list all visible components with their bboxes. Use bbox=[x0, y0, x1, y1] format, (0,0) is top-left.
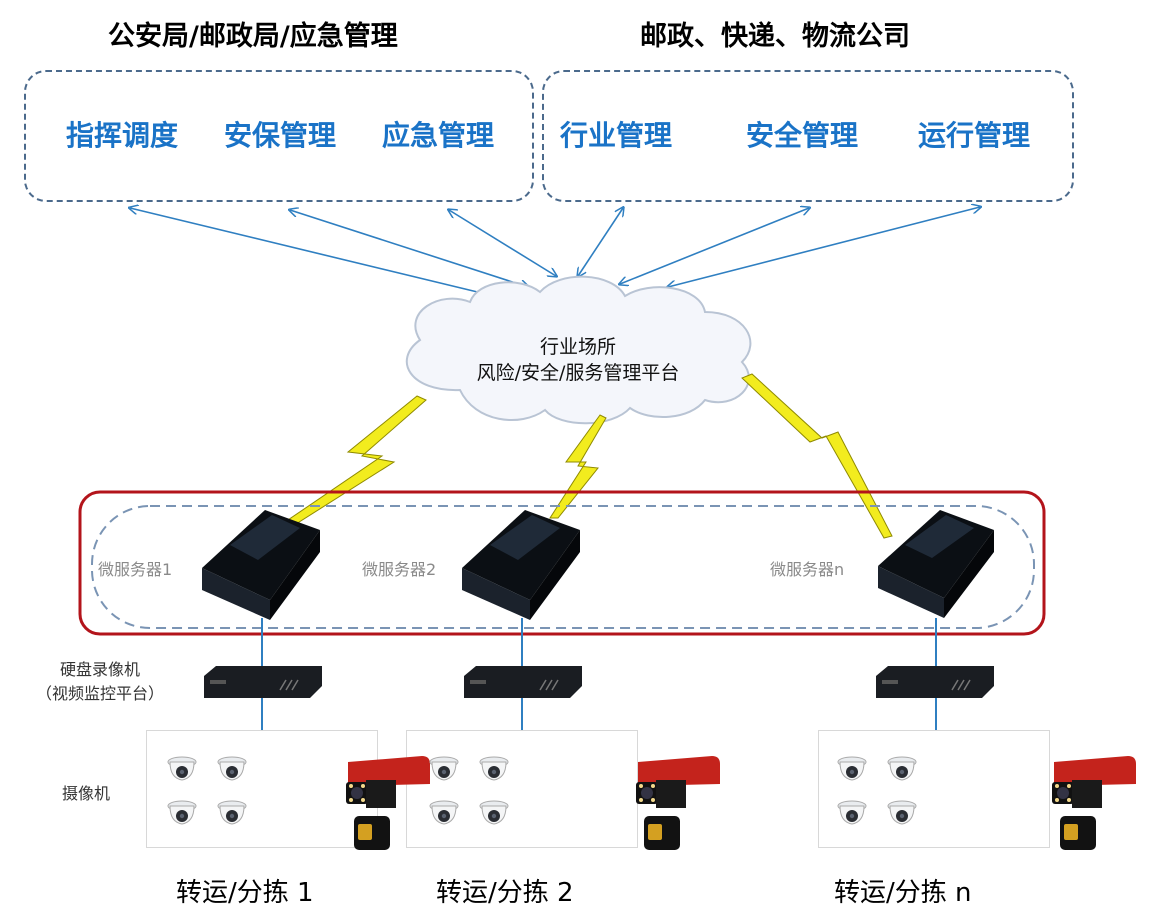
server-1-label: 微服务器1 bbox=[98, 560, 173, 579]
company-group-title: 邮政、快递、物流公司 bbox=[640, 21, 910, 52]
arrow-emergency-management bbox=[449, 210, 556, 276]
lightning-bolt-3 bbox=[741, 373, 893, 539]
server-dashed-band bbox=[91, 505, 1035, 629]
arrow-operation-management bbox=[668, 207, 980, 287]
dome-camera-icon bbox=[217, 800, 247, 825]
dome-camera-icon bbox=[167, 756, 197, 781]
server-2-icon bbox=[462, 510, 580, 620]
camera-panel-2 bbox=[406, 730, 638, 848]
camera-label: 摄像机 bbox=[62, 784, 111, 803]
arrow-industry-management bbox=[578, 208, 623, 276]
nvr-n-icon bbox=[876, 666, 994, 698]
gov-function-box bbox=[24, 70, 534, 202]
func-command-dispatch: 指挥调度 bbox=[66, 119, 179, 152]
func-industry-management: 行业管理 bbox=[560, 119, 673, 152]
nvr-1-icon bbox=[204, 666, 322, 698]
cloud-platform-label: 行业场所 风险/安全/服务管理平台 bbox=[448, 334, 708, 386]
nvr-label-line-1: 硬盘录像机 bbox=[59, 660, 140, 679]
connection-arrows bbox=[130, 207, 980, 296]
func-emergency-management: 应急管理 bbox=[382, 119, 495, 152]
bullet-camera-icon bbox=[346, 756, 430, 850]
camera-panel-1 bbox=[146, 730, 378, 848]
camera-group-2 bbox=[429, 756, 720, 850]
dome-camera-icon bbox=[167, 800, 197, 825]
cloud-line-1: 行业场所 bbox=[539, 336, 616, 358]
site-1-label: 转运/分拣 1 bbox=[176, 878, 314, 908]
func-safety-management: 安全管理 bbox=[746, 119, 859, 152]
nvr-2-icon bbox=[464, 666, 582, 698]
dome-camera-icon bbox=[479, 800, 509, 825]
nvr-label-line-2: （视频监控平台） bbox=[35, 684, 164, 703]
camera-group-n bbox=[837, 756, 1136, 850]
gov-group-title: 公安局/邮政局/应急管理 bbox=[108, 21, 398, 52]
server-n-label: 微服务器n bbox=[770, 560, 845, 579]
company-function-box bbox=[542, 70, 1074, 202]
server-highlight-box bbox=[78, 490, 1046, 636]
func-operation-management: 运行管理 bbox=[918, 119, 1031, 152]
dome-camera-icon bbox=[887, 800, 917, 825]
dome-camera-icon bbox=[429, 800, 459, 825]
dome-camera-icon bbox=[429, 756, 459, 781]
func-security-management: 安保管理 bbox=[224, 119, 337, 152]
dome-camera-icon bbox=[837, 800, 867, 825]
lightning-bolt-2 bbox=[549, 414, 607, 519]
camera-group-1 bbox=[167, 756, 430, 850]
site-n-label: 转运/分拣 n bbox=[834, 878, 972, 908]
server-1-icon bbox=[202, 510, 320, 620]
dome-camera-icon bbox=[217, 756, 247, 781]
dome-camera-icon bbox=[887, 756, 917, 781]
camera-panel-n bbox=[818, 730, 1050, 848]
bullet-camera-icon bbox=[1052, 756, 1136, 850]
site-2-label: 转运/分拣 2 bbox=[436, 878, 574, 908]
cloud-line-2: 风险/安全/服务管理平台 bbox=[476, 362, 680, 384]
dome-camera-icon bbox=[837, 756, 867, 781]
bullet-camera-icon bbox=[636, 756, 720, 850]
nvr-label: 硬盘录像机 （视频监控平台） bbox=[20, 656, 180, 704]
server-n-icon bbox=[878, 510, 994, 618]
dome-camera-icon bbox=[479, 756, 509, 781]
server-2-label: 微服务器2 bbox=[362, 560, 437, 579]
